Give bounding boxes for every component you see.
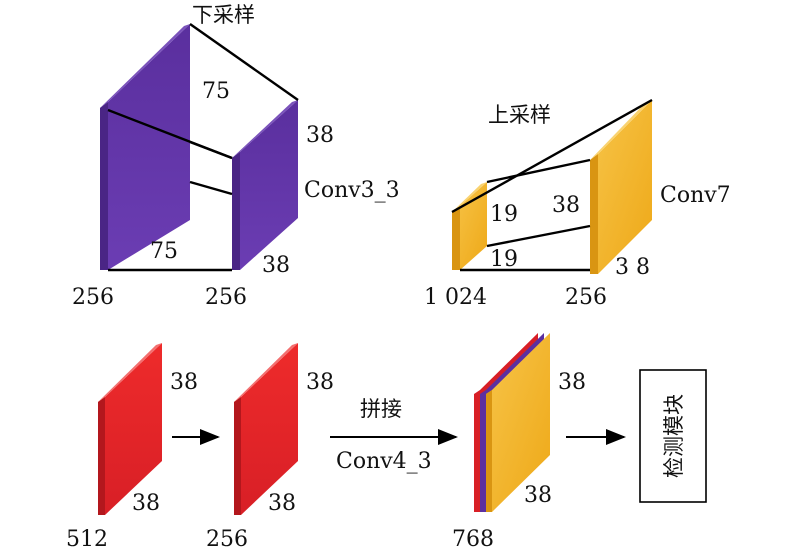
block3-channels: 768	[452, 527, 494, 552]
upsample-depth: 3 8	[615, 255, 650, 280]
block2-channels: 256	[206, 527, 248, 552]
block2-depth-top: 38	[306, 370, 334, 395]
upsample-inner-label-c: 19	[490, 247, 518, 272]
upsample-title: 上采样	[488, 103, 551, 127]
downsample-left-channels: 256	[72, 285, 114, 310]
upsample-inner-label-b: 38	[552, 193, 580, 218]
concat-yellow-slab	[486, 333, 550, 512]
downsample-left-slab	[100, 24, 190, 270]
downsample-inner-label-top: 75	[202, 79, 230, 104]
detect-module-box	[639, 369, 707, 503]
upsample-left-slab	[452, 182, 487, 270]
downsample-layer-name: Conv3_3	[304, 178, 400, 203]
downsample-depth-top: 38	[306, 123, 334, 148]
fusion-group: 38 38 512 38 38 256 拼接 Conv4_3 38 38 768…	[66, 333, 707, 552]
block2-depth-bottom: 38	[268, 491, 296, 516]
downsample-title: 下采样	[192, 3, 255, 27]
downsample-right-channels: 256	[205, 285, 247, 310]
upsample-right-channels: 256	[565, 285, 607, 310]
upsample-inner-label-a: 19	[490, 202, 518, 227]
block3-depth-bottom: 38	[524, 483, 552, 508]
downsample-group: 下采样 75 75 38 Conv3_3 38 256 256	[72, 3, 400, 310]
concat-stack	[474, 333, 550, 512]
block1-channels: 512	[66, 527, 108, 552]
red-block-512	[98, 343, 162, 515]
block3-depth-top: 38	[558, 370, 586, 395]
upsample-right-slab	[590, 100, 652, 274]
upsample-layer-name: Conv7	[660, 183, 731, 208]
downsample-depth-bottom: 38	[262, 253, 290, 278]
block1-depth-top: 38	[170, 370, 198, 395]
concat-layer: Conv4_3	[336, 449, 432, 474]
concat-label: 拼接	[360, 397, 402, 421]
block1-depth-bottom: 38	[132, 491, 160, 516]
red-block-256	[234, 343, 298, 515]
upsample-left-channels: 1 024	[424, 285, 487, 310]
detect-module-label: 检测模块	[662, 394, 686, 478]
downsample-right-slab	[232, 100, 298, 270]
downsample-inner-label-bottom: 75	[150, 239, 178, 264]
upsample-group: 上采样 19 38 19 Conv7 3 8 1 024 256	[424, 98, 731, 310]
